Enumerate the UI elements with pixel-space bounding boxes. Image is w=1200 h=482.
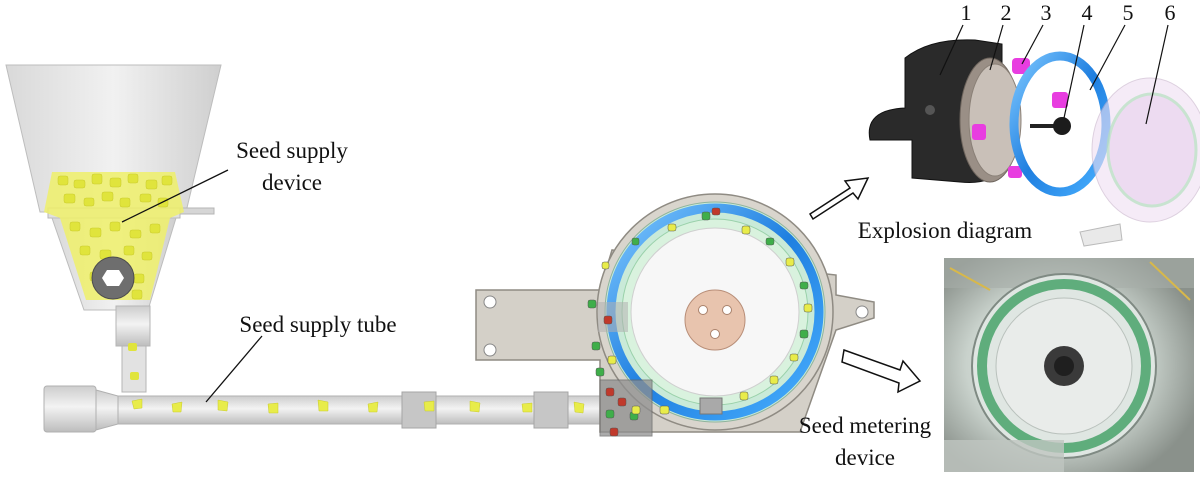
part-number-2: 2 — [1001, 0, 1012, 25]
label-seed-supply-device-line2: device — [262, 170, 322, 195]
label-leaders — [121, 169, 263, 403]
part-number-5: 5 — [1123, 0, 1134, 25]
explosion-diagram — [868, 24, 1200, 247]
seed-supply-tube-body — [43, 385, 605, 433]
label-seed-supply-tube: Seed supply tube — [239, 312, 396, 337]
metering-device-photo — [944, 258, 1194, 472]
part-number-6: 6 — [1165, 0, 1176, 25]
part-number-4: 4 — [1082, 0, 1093, 25]
metering-device-assembly — [475, 193, 875, 437]
label-explosion-diagram: Explosion diagram — [858, 218, 1032, 243]
part-number-1: 1 — [961, 0, 972, 25]
arrow-to-explosion — [808, 177, 870, 221]
arrow-to-photo — [841, 348, 922, 394]
label-seed-metering-device-line2: device — [835, 445, 895, 470]
part-number-3: 3 — [1041, 0, 1052, 25]
seed-hopper — [5, 64, 222, 393]
label-seed-metering-device-line1: Seed metering — [799, 413, 932, 438]
label-seed-supply-device-line1: Seed supply — [236, 138, 348, 163]
